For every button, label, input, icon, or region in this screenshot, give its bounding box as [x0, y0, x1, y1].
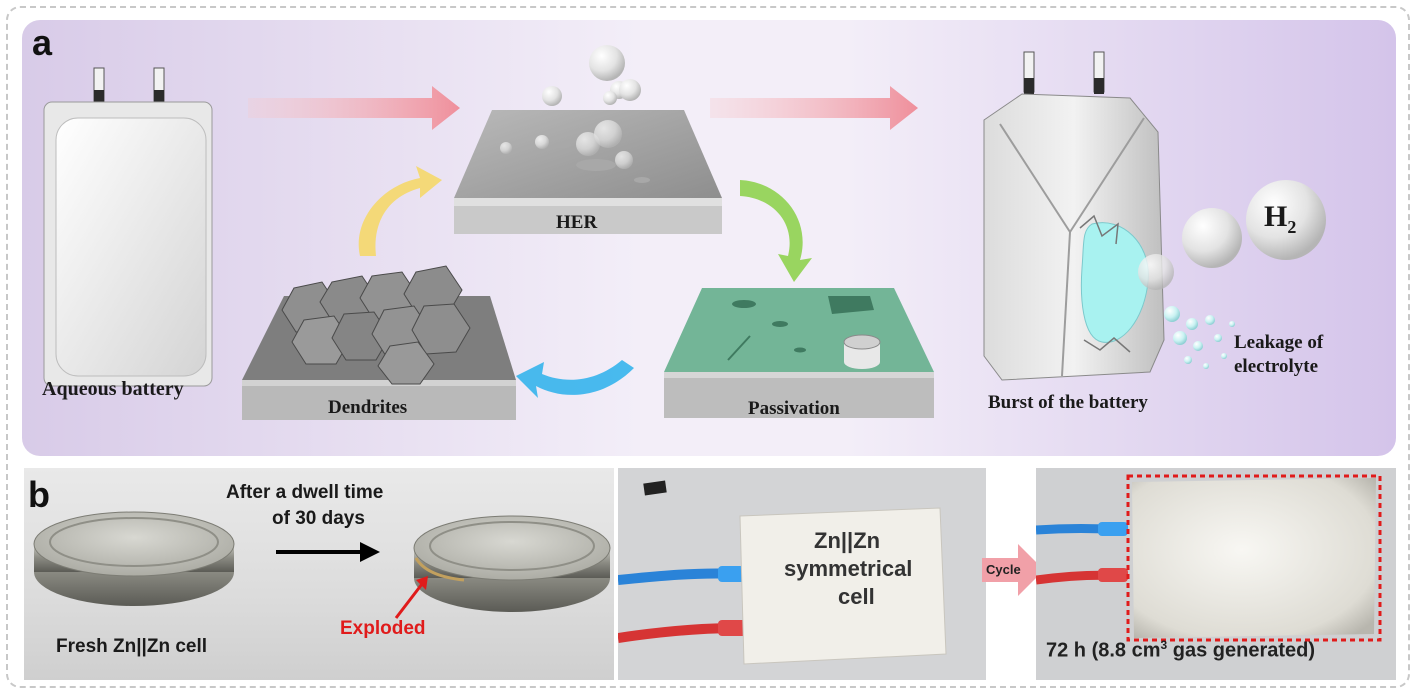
her-to-passivation-arrow [740, 180, 812, 282]
passivation-label: Passivation [748, 398, 840, 419]
exploded-pointer-arrow [394, 576, 428, 619]
exploded-coin-cell [413, 515, 611, 612]
h2-subscript: 2 [1287, 217, 1297, 237]
dendrite-to-her-arrow [358, 166, 442, 256]
fresh-cell-label: Fresh Zn||Zn cell [56, 636, 208, 657]
panel-c-after-photo: 72 h (8.8 cm3 gas generated) [1036, 468, 1396, 680]
aqueous-battery-label: Aqueous battery [42, 378, 184, 400]
h2-bubble-medium [1182, 208, 1242, 268]
fresh-pouch-cell [739, 507, 947, 665]
cell-label-line1: Zn||Zn [814, 528, 881, 553]
after-cycle-text: 72 h (8.8 cm [1046, 639, 1161, 662]
burst-battery-icon [983, 51, 1165, 381]
panel-c-fresh-photo: c Zn||Zn symmetrical cell [618, 468, 986, 680]
panel-a-letter: a [32, 22, 53, 63]
dendrites-label: Dendrites [328, 397, 408, 418]
leakage-label-line1: Leakage of [1234, 332, 1324, 353]
cell-label-line3: cell [838, 584, 875, 609]
after-cycle-superscript: 3 [1160, 638, 1168, 652]
aqueous-battery-icon [43, 67, 213, 387]
swollen-pouch-cell [1132, 478, 1376, 638]
panel-a: a Aqueous battery HER Dendrites Passivat… [22, 20, 1396, 456]
panel-a-illustration [43, 45, 1326, 420]
exploded-label: Exploded [340, 618, 426, 639]
h2-bubble-small [1138, 254, 1174, 290]
swelling-highlight-box [1126, 474, 1382, 642]
cycle-arrow-icon [982, 544, 1044, 596]
cell-label-line2: symmetrical [784, 556, 913, 581]
figure-frame [6, 6, 1410, 688]
panel-b-photo: b After a dwell time of 30 days Fresh Zn… [24, 468, 614, 680]
electrolyte-droplets [1164, 306, 1235, 369]
coin-cells-illustration [33, 511, 611, 619]
dwell-label-line1: After a dwell time [226, 482, 384, 503]
cycle-label: Cycle [986, 562, 1021, 577]
burst-label: Burst of the battery [988, 392, 1148, 413]
after-cycle-label: 72 h (8.8 cm3 gas generated) [1046, 638, 1315, 663]
swollen-pouch-illustration [1036, 474, 1382, 642]
passivation-plate [664, 288, 934, 418]
passivation-to-dendrite-arrow [516, 360, 634, 398]
dendrites-plate [242, 265, 516, 420]
dwell-label-line2: of 30 days [272, 508, 365, 529]
flow-arrow-2 [710, 86, 918, 130]
panel-b-letter: b [28, 474, 50, 515]
her-plate [454, 45, 722, 234]
h2-label: H2 [1264, 200, 1296, 238]
dwell-arrow [276, 542, 380, 562]
flow-arrow-1 [248, 86, 460, 130]
leakage-label-line2: electrolyte [1234, 356, 1319, 377]
h2-main: H [1264, 200, 1288, 233]
fresh-coin-cell [33, 511, 235, 606]
her-label: HER [556, 212, 598, 233]
h2-bubble-large [1246, 180, 1326, 260]
fresh-pouch-illustration [618, 480, 947, 665]
after-cycle-text-end: gas generated) [1167, 639, 1316, 662]
